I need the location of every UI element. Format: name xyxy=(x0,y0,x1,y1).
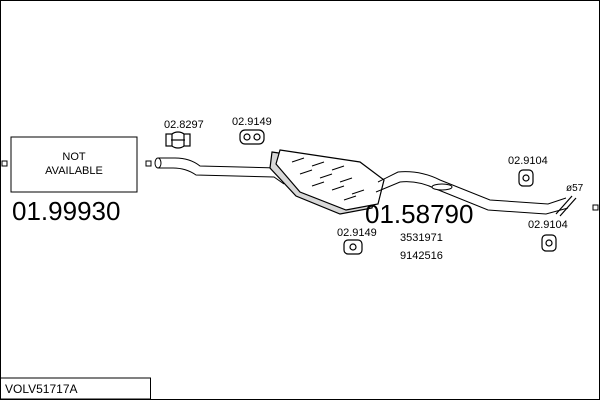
not-available-line1: NOT xyxy=(62,151,86,163)
left-part-number: 01.99930 xyxy=(12,196,120,226)
main-part-number: 01.58790 xyxy=(365,199,473,229)
tailpipe-tip xyxy=(555,195,577,217)
diameter-label: ø57 xyxy=(566,183,584,194)
not-available-box xyxy=(10,136,138,193)
oem-number-2: 9142516 xyxy=(400,250,443,262)
front-pipe xyxy=(154,157,291,185)
hanger-icon-bottom xyxy=(343,239,363,255)
hanger-icon-top xyxy=(239,129,265,145)
hanger-label-top: 02.9149 xyxy=(232,116,272,128)
hanger-icon-right-upper xyxy=(518,169,534,187)
hanger-label-right-upper: 02.9104 xyxy=(508,155,548,167)
left-edge-marker xyxy=(1,160,8,167)
clamp-icon xyxy=(165,131,191,149)
right-edge-marker xyxy=(592,204,599,211)
hanger-label-bottom: 02.9149 xyxy=(337,227,377,239)
not-available-line2: AVAILABLE xyxy=(45,165,103,177)
model-code-box xyxy=(0,377,151,400)
hanger-icon-right-lower xyxy=(541,234,557,252)
clamp-label: 02.8297 xyxy=(164,119,204,131)
pipe-start-marker xyxy=(145,160,152,167)
model-code: VOLV51717A xyxy=(5,382,78,396)
main-muffler xyxy=(269,149,385,215)
hanger-label-right-lower: 02.9104 xyxy=(528,219,568,231)
oem-number-1: 3531971 xyxy=(400,232,443,244)
rear-pipe xyxy=(375,171,569,215)
